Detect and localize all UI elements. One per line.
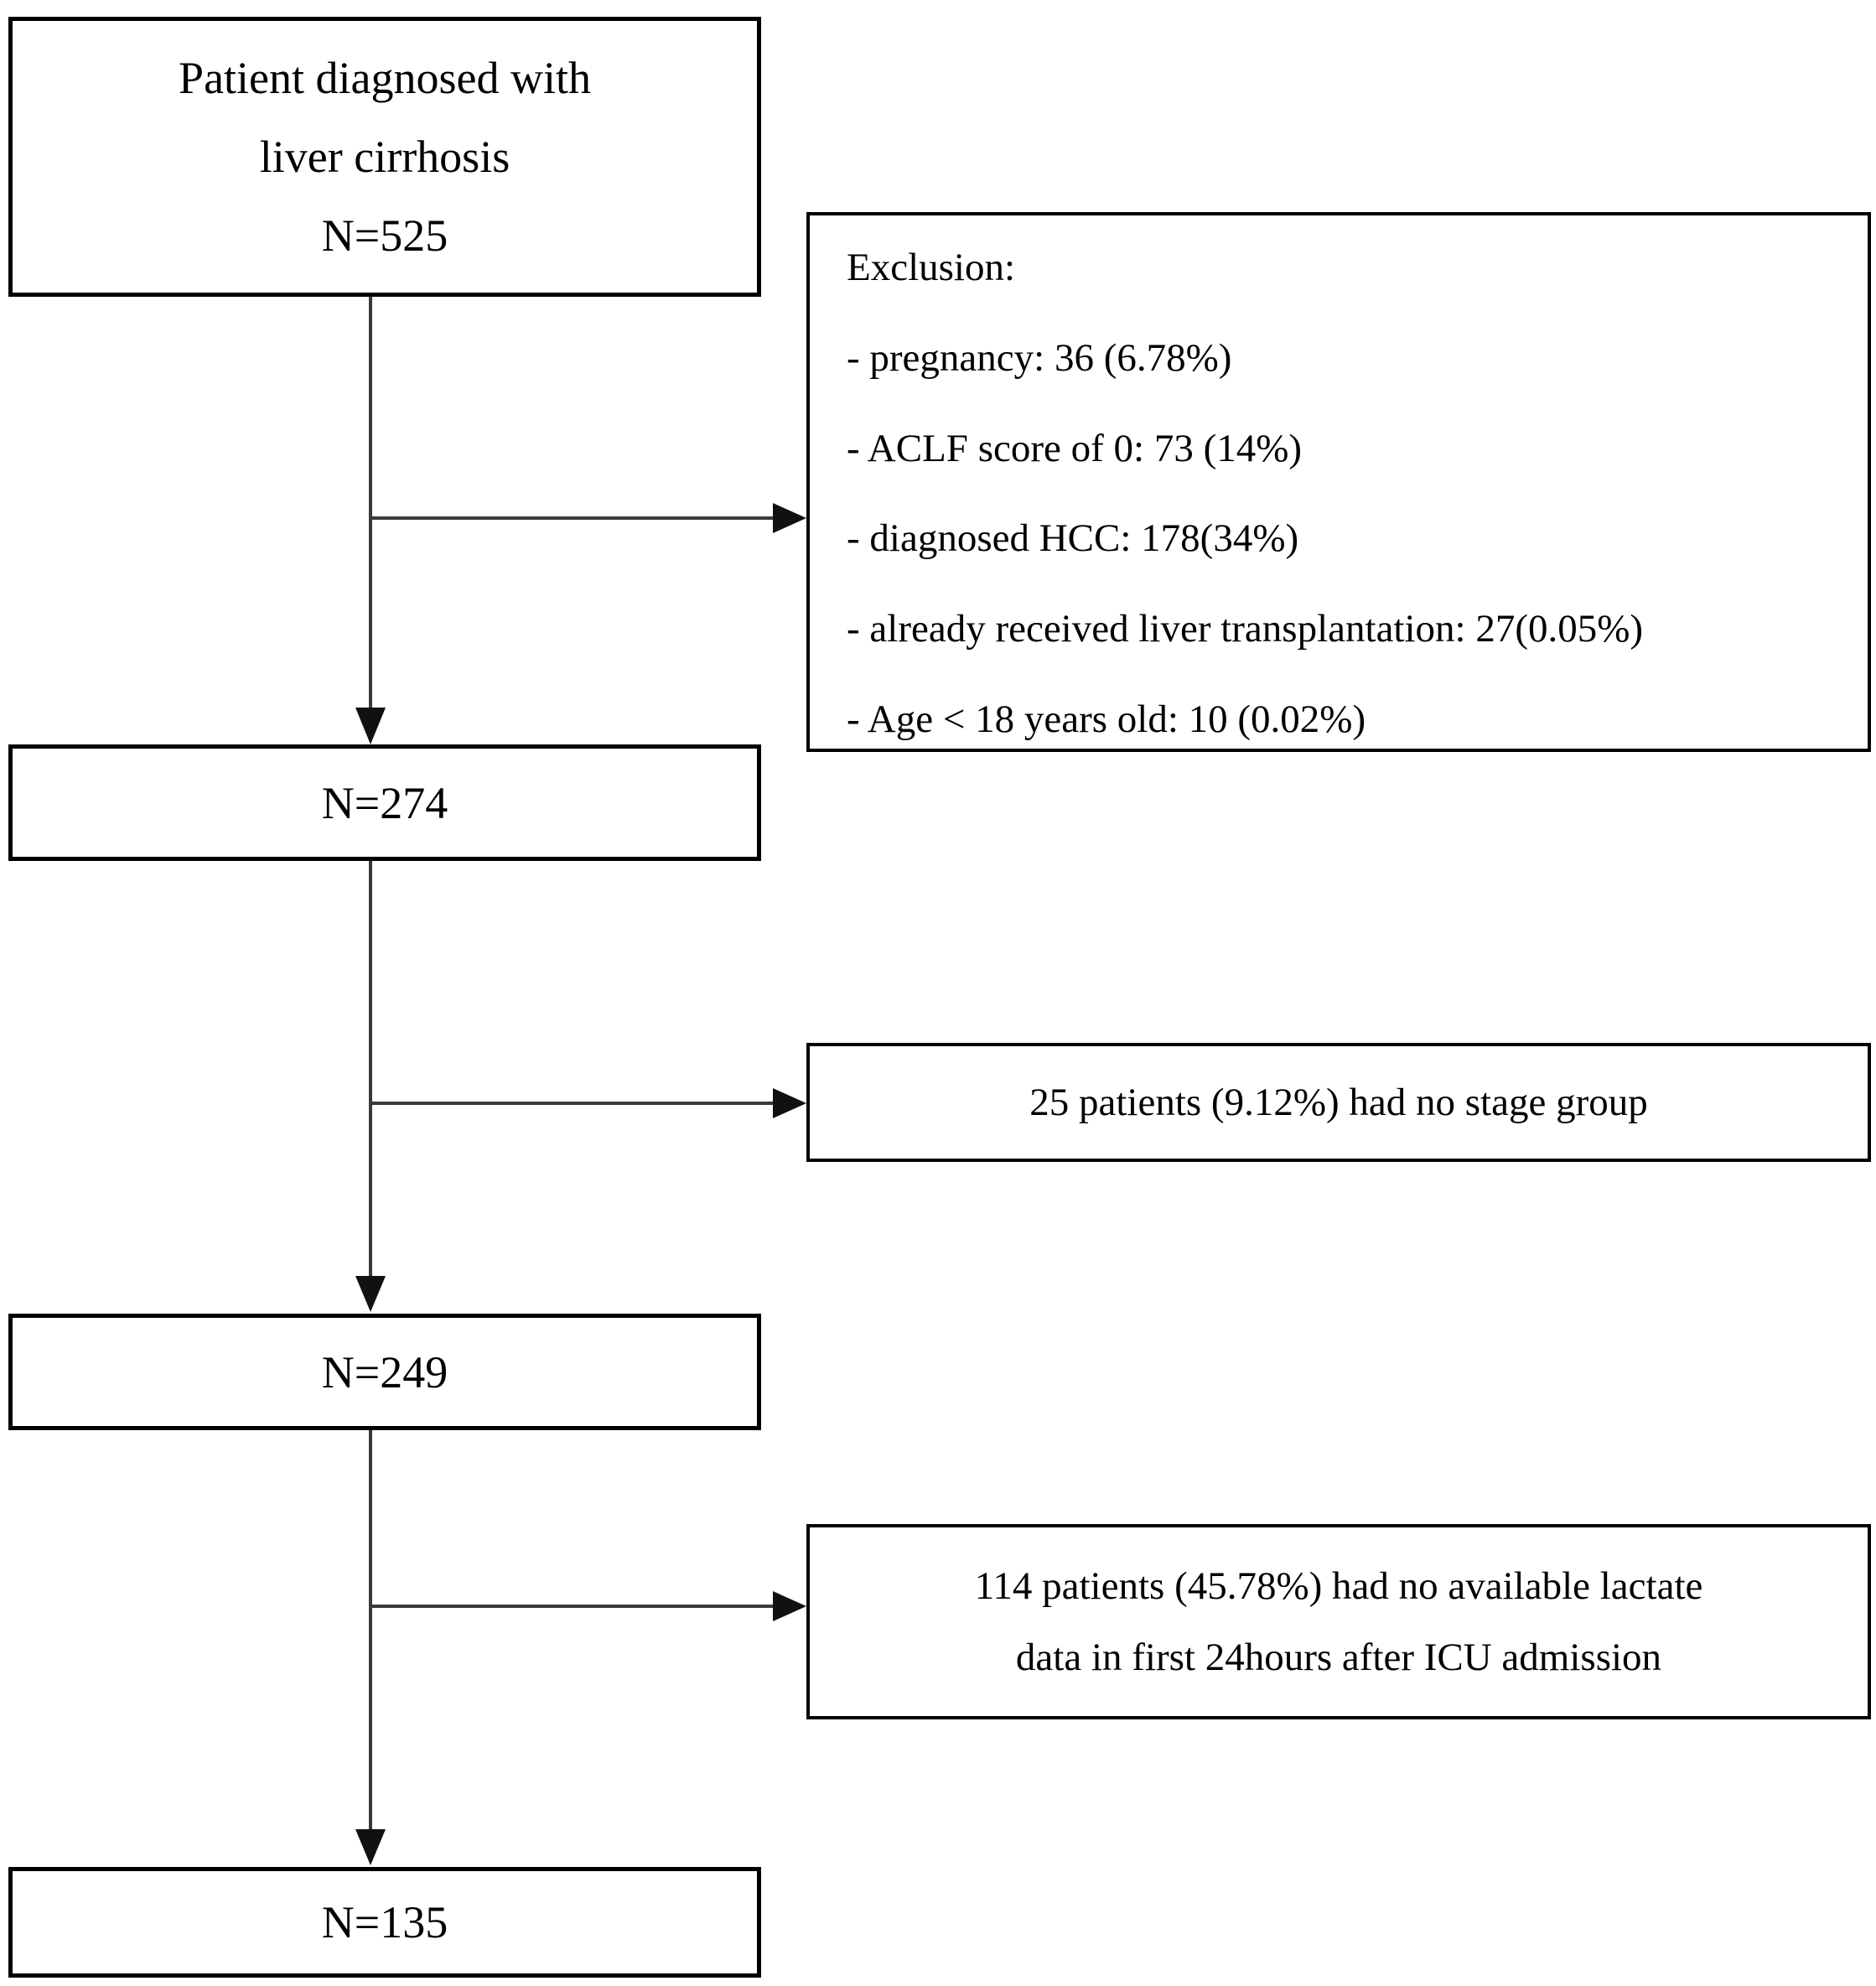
box-n135: N=135 bbox=[8, 1867, 761, 1978]
arrow-to-no-lactate bbox=[371, 1591, 806, 1621]
arrow-n274-to-n249 bbox=[355, 861, 386, 1312]
box-exclusion: Exclusion: - pregnancy: 36 (6.78%) - ACL… bbox=[806, 212, 1871, 752]
exclusion-item-aclf: - ACLF score of 0: 73 (14%) bbox=[847, 426, 1303, 470]
no-stage-label: 25 patients (9.12%) had no stage group bbox=[1029, 1080, 1648, 1124]
no-lactate-line2: data in first 24hours after ICU admissio… bbox=[1015, 1635, 1662, 1679]
exclusion-item-transplant: - already received liver transplantation… bbox=[847, 607, 1644, 651]
box-n525-line1: Patient diagnosed with bbox=[179, 53, 591, 103]
exclusion-item-pregnancy: - pregnancy: 36 (6.78%) bbox=[847, 336, 1232, 380]
box-n135-count: N=135 bbox=[321, 1897, 448, 1947]
box-n274: N=274 bbox=[8, 744, 761, 861]
arrow-n249-to-n135 bbox=[355, 1430, 386, 1865]
exclusion-item-age: - Age < 18 years old: 10 (0.02%) bbox=[847, 697, 1366, 741]
no-lactate-line1: 114 patients (45.78%) had no available l… bbox=[974, 1563, 1703, 1608]
box-n249-count: N=249 bbox=[321, 1346, 448, 1397]
exclusion-item-hcc: - diagnosed HCC: 178(34%) bbox=[847, 516, 1299, 561]
arrow-n525-to-n274 bbox=[355, 297, 386, 744]
arrow-to-no-stage bbox=[371, 1088, 806, 1118]
arrow-to-exclusion bbox=[371, 503, 806, 533]
exclusion-title: Exclusion: bbox=[847, 246, 1016, 290]
box-n249: N=249 bbox=[8, 1314, 761, 1430]
box-n525: Patient diagnosed with liver cirrhosis N… bbox=[8, 17, 761, 297]
box-no-stage: 25 patients (9.12%) had no stage group bbox=[806, 1043, 1871, 1162]
box-no-lactate: 114 patients (45.78%) had no available l… bbox=[806, 1524, 1871, 1719]
box-n525-count: N=525 bbox=[321, 210, 448, 261]
box-n274-count: N=274 bbox=[321, 777, 448, 828]
box-n525-line2: liver cirrhosis bbox=[259, 132, 510, 182]
